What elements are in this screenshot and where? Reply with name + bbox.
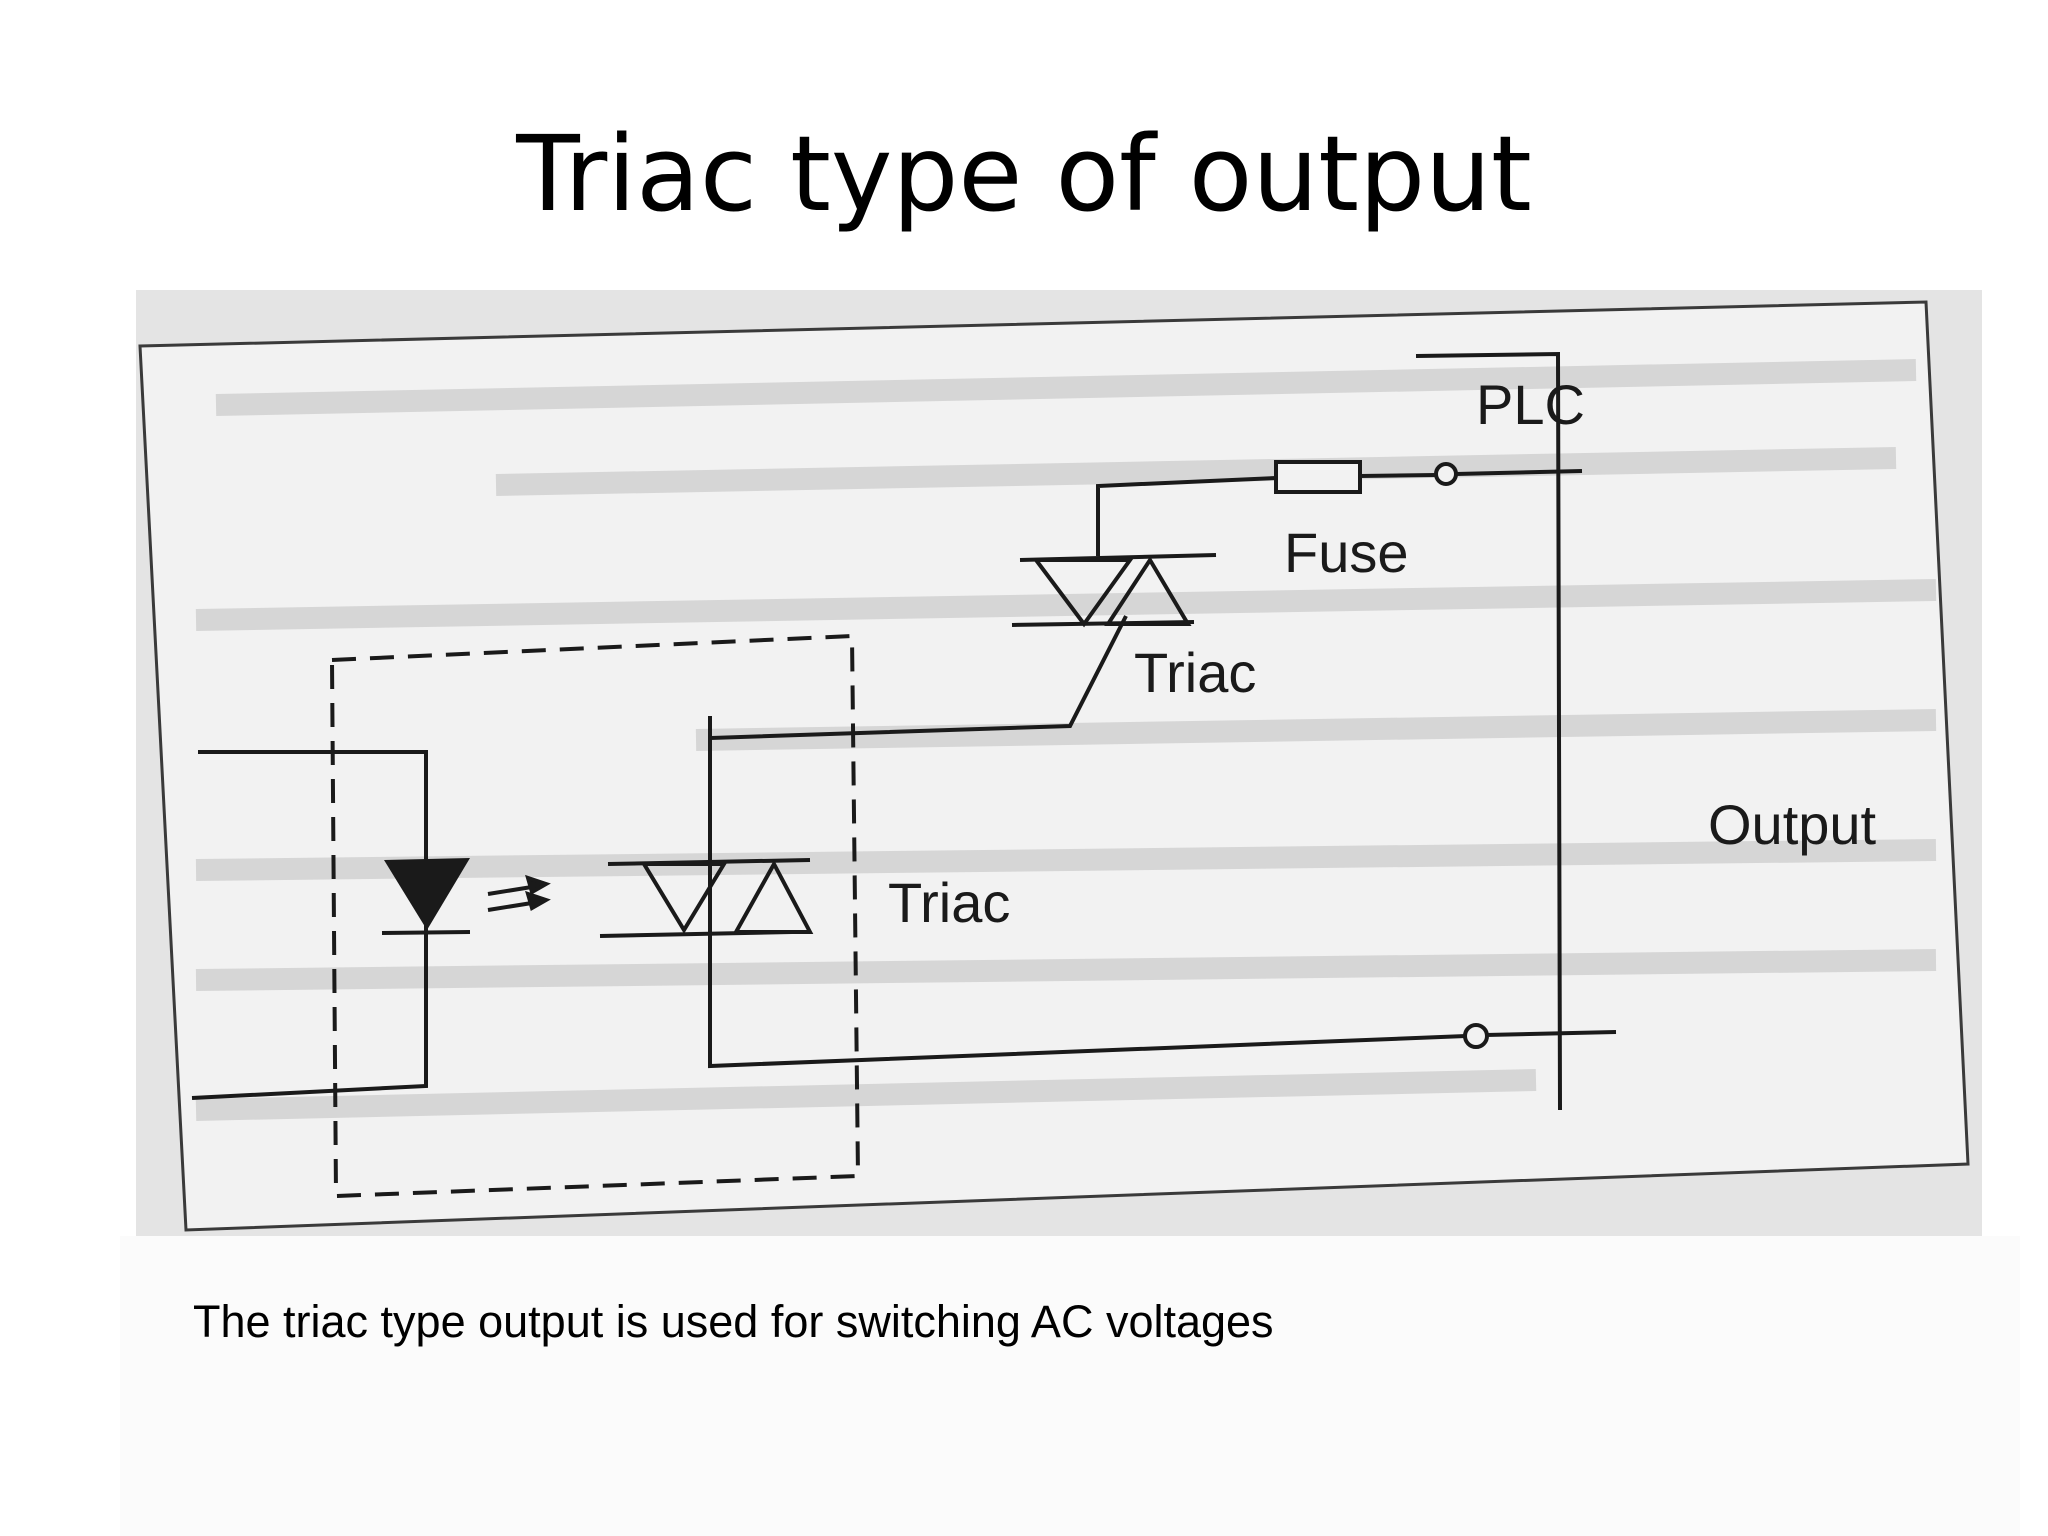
fuse-wire-right [1359,473,1437,478]
output-triac-diode-2 [1104,556,1192,626]
slide-caption: The triac type output is used for switch… [193,1296,1274,1347]
slide-bottom-area [120,1236,2020,1536]
terminal-top [1434,462,1458,486]
output-triac-diode-1 [1032,558,1134,628]
plc-boundary [1415,351,1562,1111]
fuse-label: Fuse [1284,521,1409,584]
triac-output-label: Triac [1134,641,1256,704]
output-line-bottom-right [1485,1030,1617,1037]
circuit-photo: PLC Fuse Triac Triac Output [136,290,1982,1236]
slide-title: Triac type of output [516,113,1532,235]
terminal-bottom [1463,1023,1489,1049]
plc-label: PLC [1476,373,1585,436]
opto-isolator-box [329,633,861,1199]
internal-triac-diode-1 [640,862,728,934]
circuit-diagram: PLC Fuse Triac Triac Output [136,290,1982,1236]
triac-internal-label: Triac [888,871,1010,934]
led-bar [381,930,471,935]
fuse-icon [1274,460,1362,494]
fuse-wire-left [1096,476,1277,556]
output-label: Output [1708,793,1877,856]
bleed-through-text [195,359,1937,1121]
light-arrows-icon [487,874,551,912]
output-line-bottom-left [708,716,1467,1069]
paper-frame [138,300,1970,1232]
output-line-top [1455,469,1583,476]
led-diode-icon [384,858,470,930]
gate-wire [708,615,1128,820]
internal-triac-diode-2 [732,859,814,934]
